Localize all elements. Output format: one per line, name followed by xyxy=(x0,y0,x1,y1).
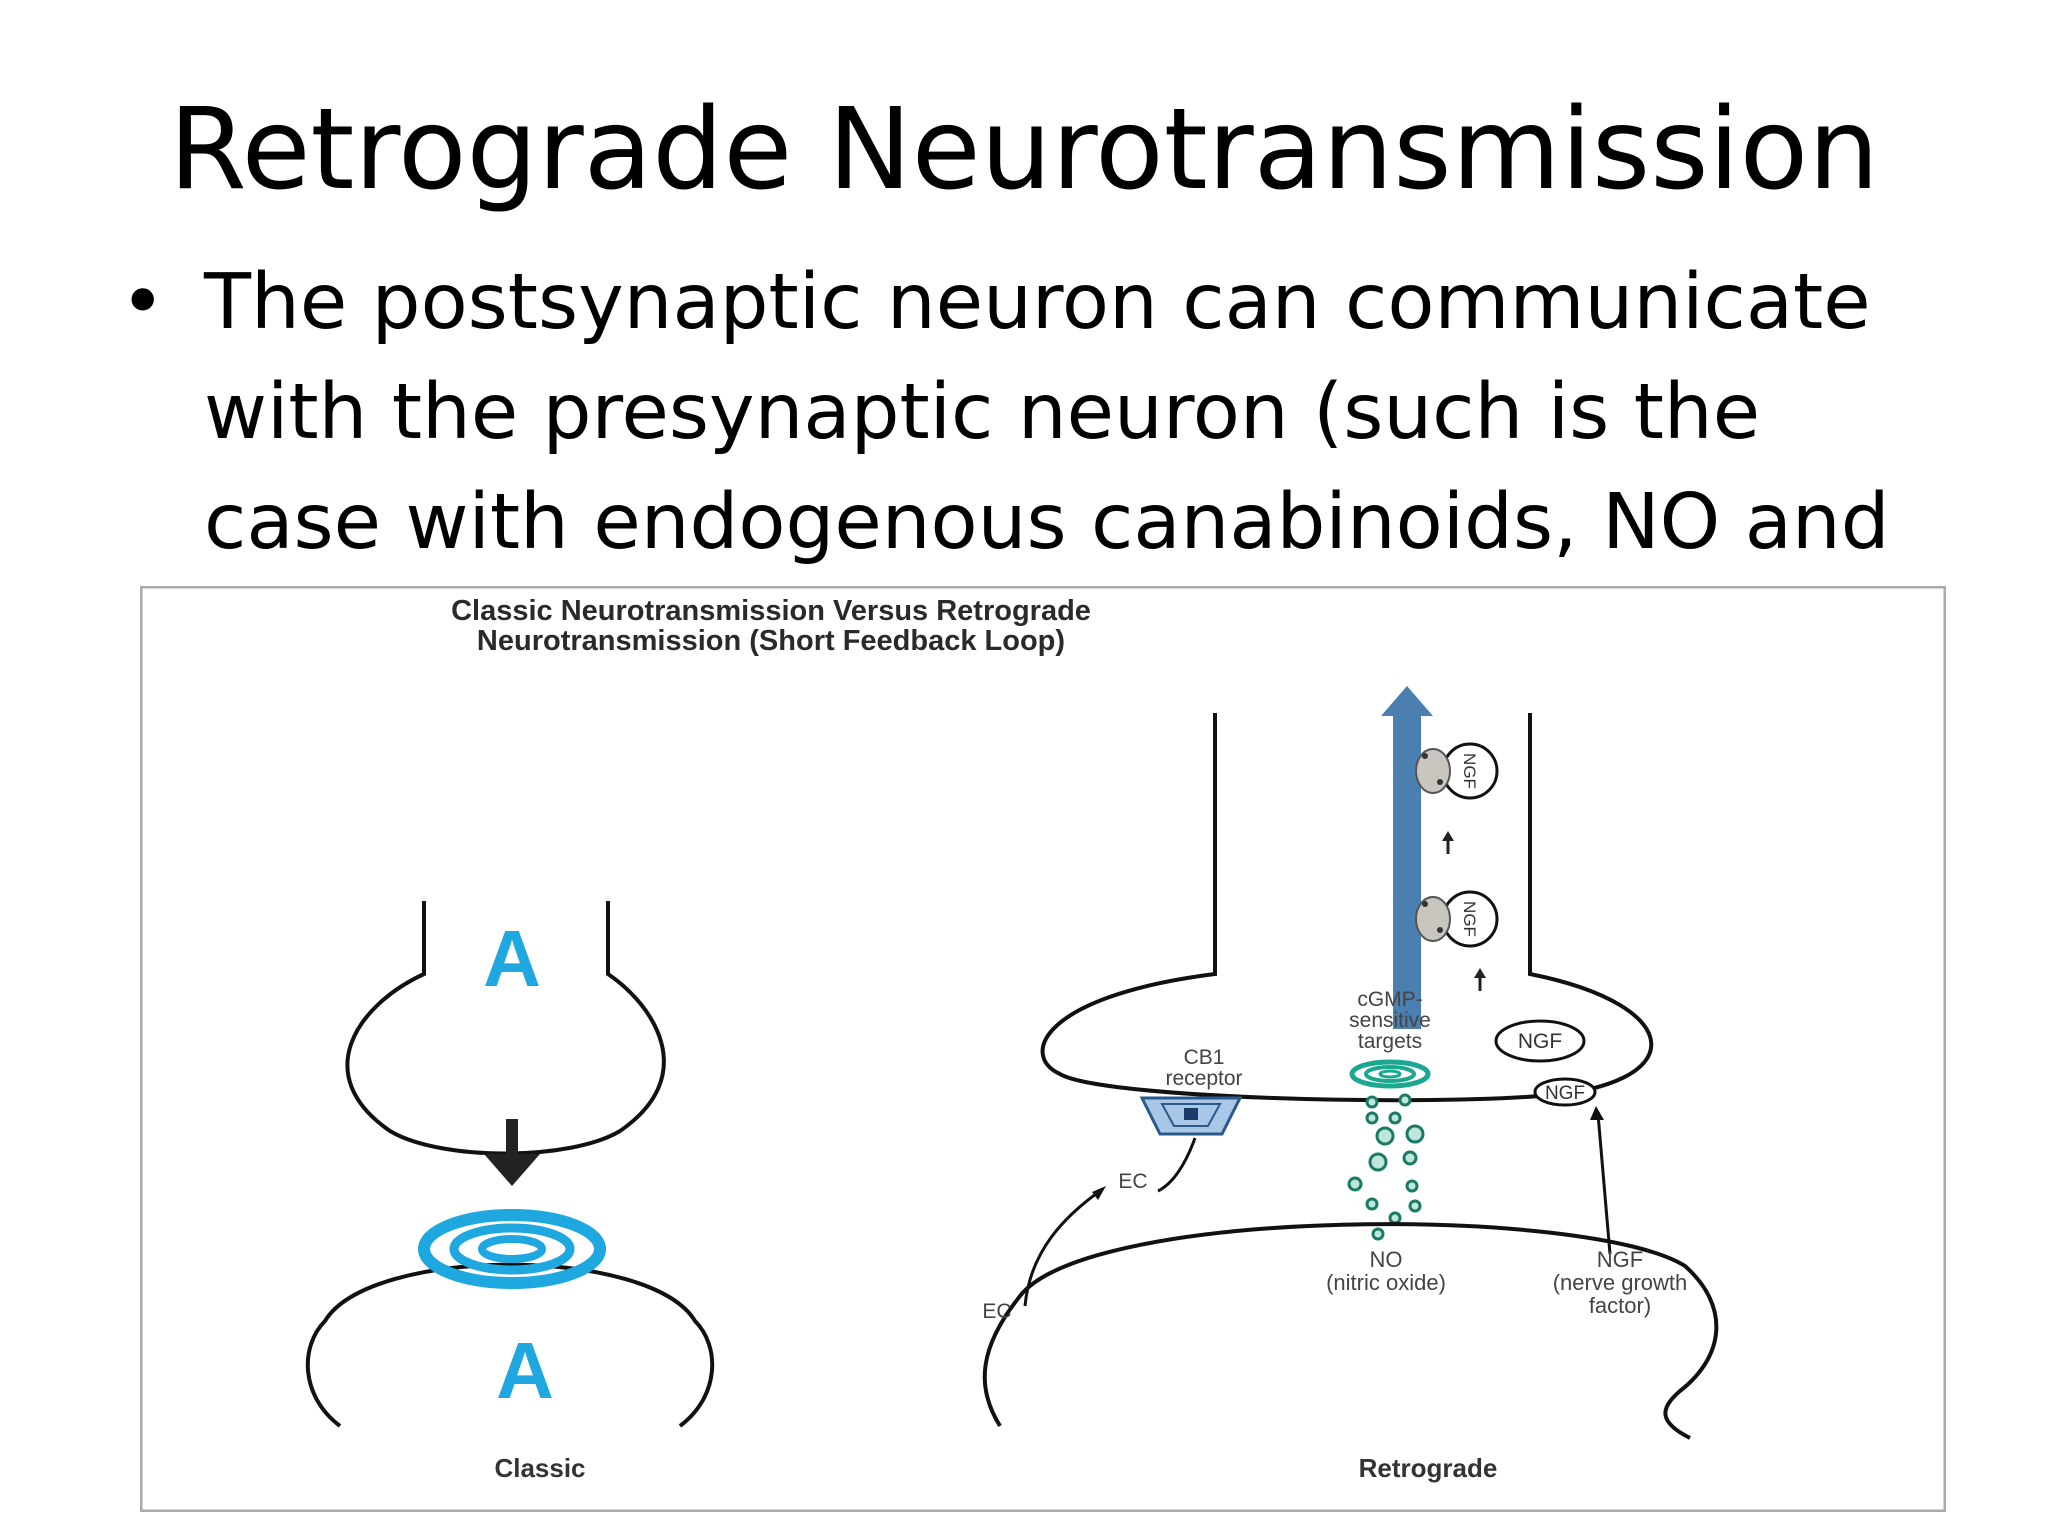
classic-presynaptic-letter: A xyxy=(483,914,541,1003)
ec-label-lower: EC xyxy=(982,1300,1011,1323)
small-up-arrow-icon xyxy=(1442,831,1454,841)
classic-caption: Classic xyxy=(494,1453,585,1483)
classic-receptor-rings-icon xyxy=(418,1209,606,1289)
bullet-dot: • xyxy=(120,258,166,347)
down-arrow-icon xyxy=(484,1119,540,1186)
retrograde-caption: Retrograde xyxy=(1359,1453,1498,1483)
ec-arrowhead-icon xyxy=(1092,1186,1106,1200)
cgmp-label-line2: sensitive xyxy=(1349,1009,1431,1032)
no-molecule-dots xyxy=(1347,1093,1425,1241)
ec-label-upper: EC xyxy=(1118,1170,1147,1193)
retrograde-presynaptic-terminal xyxy=(1040,713,1654,1103)
figure-title-line1: Classic Neurotransmission Versus Retrogr… xyxy=(451,595,1091,627)
classic-panel: A A Classic xyxy=(305,901,715,1483)
ngf-at-membrane: NGF xyxy=(1533,1077,1597,1107)
ngf-arrowhead-icon xyxy=(1590,1106,1604,1120)
cb1-label-line1: CB1 xyxy=(1184,1046,1225,1069)
ngf-pointer-line xyxy=(1596,1113,1612,1255)
ngf-vesicle-right: NGF xyxy=(1494,1019,1586,1063)
figure-title-line2: Neurotransmission (Short Feedback Loop) xyxy=(477,625,1065,657)
synapse-figure: Classic Neurotransmission Versus Retrogr… xyxy=(139,585,1947,1513)
ngf-vesicle-top: NGF xyxy=(1441,742,1499,800)
classic-postsynaptic-letter: A xyxy=(496,1326,554,1415)
svg-text:NGF: NGF xyxy=(1460,753,1479,789)
classic-postsynaptic-terminal xyxy=(305,1262,715,1428)
ngf-desc-line2: (nerve growth xyxy=(1553,1270,1688,1295)
ngf-desc-line3: factor) xyxy=(1589,1293,1651,1318)
slide-title: Retrograde Neurotransmission xyxy=(168,85,1880,215)
retrograde-panel: NGF NGF cGMP- sensitive targets xyxy=(982,686,1719,1483)
cb1-label-line2: receptor xyxy=(1165,1067,1242,1090)
svg-text:NGF: NGF xyxy=(1460,901,1479,937)
small-up-arrow-icon xyxy=(1474,968,1486,978)
motor-protein-middle-icon xyxy=(1415,896,1451,942)
retrograde-postsynaptic-terminal xyxy=(982,1222,1719,1440)
classic-presynaptic-terminal xyxy=(345,901,666,1156)
motor-protein-top-icon xyxy=(1415,748,1451,794)
no-label-line1: NO xyxy=(1370,1247,1403,1272)
cb1-receptor-icon xyxy=(1139,1096,1243,1136)
ngf-desc-line1: NGF xyxy=(1597,1247,1643,1272)
cgmp-target-rings-icon xyxy=(1349,1059,1431,1089)
svg-text:NGF: NGF xyxy=(1518,1030,1562,1053)
ngf-vesicle-middle: NGF xyxy=(1441,890,1499,948)
ec-curved-arrow xyxy=(1023,1189,1101,1307)
cgmp-label-line3: targets xyxy=(1358,1030,1422,1053)
svg-text:NGF: NGF xyxy=(1545,1083,1585,1104)
no-label-line2: (nitric oxide) xyxy=(1326,1270,1446,1295)
cgmp-label-line1: cGMP- xyxy=(1357,988,1422,1011)
synapse-diagram: Classic Neurotransmission Versus Retrogr… xyxy=(139,585,1947,1513)
ec-pointer-line xyxy=(1157,1137,1197,1193)
